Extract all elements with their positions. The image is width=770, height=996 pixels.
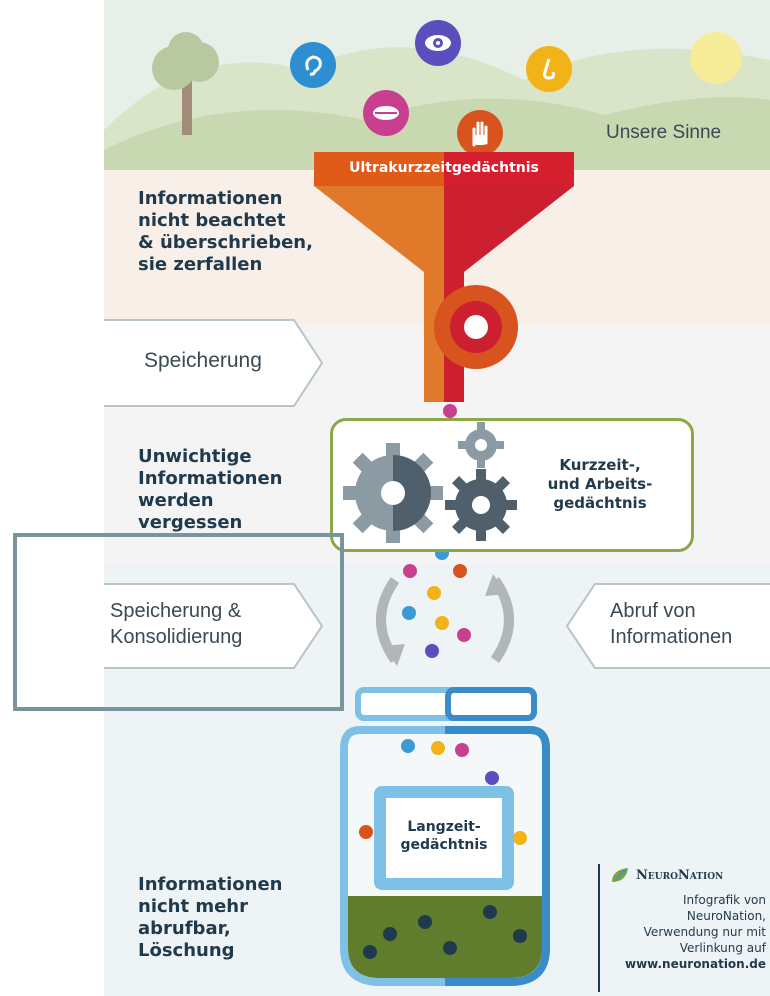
ear-icon [290,42,336,88]
retrieval-line: Abruf von [610,600,696,622]
forget-line: vergessen [138,512,243,533]
storage-tag [104,319,324,407]
selection-frame [13,533,344,711]
leaf-icon [612,868,628,882]
retrieval-tag [565,583,770,669]
mouth-icon [363,90,409,136]
forget-text: Unwichtige Informationen werden vergesse… [138,446,282,534]
working-memory-line: und Arbeits- [547,475,653,493]
credit-line: Verwendung nur mit [643,925,766,939]
credit-line: Infografik von [683,893,766,907]
brand-name: NeuroNation [636,867,724,883]
jar-icon [340,687,550,986]
cycle-arrows-icon [376,574,514,666]
nose-icon [526,46,572,92]
consolidation-label: Speicherung & Konsolidierung [110,598,242,650]
storage-label: Speicherung [144,349,262,372]
deletion-line: Informationen [138,874,283,895]
sun-icon [690,32,742,84]
forget-line: Informationen [138,468,283,489]
working-memory-line: gedächtnis [553,494,647,512]
eye-icon [415,20,461,66]
consolidation-line: Speicherung & [110,600,242,622]
hand-icon [457,110,503,156]
deletion-line: abrufbar, [138,918,231,939]
long-term-line: gedächtnis [400,837,488,853]
long-term-line: Langzeit- [407,819,481,835]
forget-line: Unwichtige [138,446,252,467]
credit-text: Infografik von NeuroNation, Verwendung n… [600,892,766,972]
deletion-line: Löschung [138,940,235,961]
consolidation-line: Konsolidierung [110,626,243,648]
working-memory-line: Kurzzeit-, [559,456,641,474]
landscape [104,32,770,170]
consolidation-tag [104,583,324,669]
senses-label: Unsere Sinne [606,122,722,143]
decay-line: Informationen [138,188,283,209]
credit-line: NeuroNation, [686,909,766,923]
decay-line: nicht beachtet [138,210,286,231]
long-term-memory-label: Langzeit- gedächtnis [386,818,502,854]
forget-line: werden [138,490,214,511]
decay-line: & überschrieben, [138,232,313,253]
deletion-line: nicht mehr [138,896,248,917]
decay-line: sie zerfallen [138,254,263,275]
credit-divider [598,864,600,992]
working-memory-label: Kurzzeit-, und Arbeits- gedächtnis [530,456,670,513]
credit-line: www.neuronation.de [625,957,766,971]
tree-icon [152,32,219,135]
sensory-memory-label: Ultrakurzzeitgedächtnis [349,160,539,176]
decay-text: Informationen nicht beachtet & überschri… [138,188,313,276]
gears-icon [343,422,517,543]
brand-logo: NeuroNation [610,866,723,884]
funnel [314,152,574,402]
retrieval-line: Informationen [610,626,733,648]
credit-line: Verlinkung auf [679,941,766,955]
deletion-text: Informationen nicht mehr abrufbar, Lösch… [138,874,282,962]
retrieval-label: Abruf von Informationen [610,598,732,650]
